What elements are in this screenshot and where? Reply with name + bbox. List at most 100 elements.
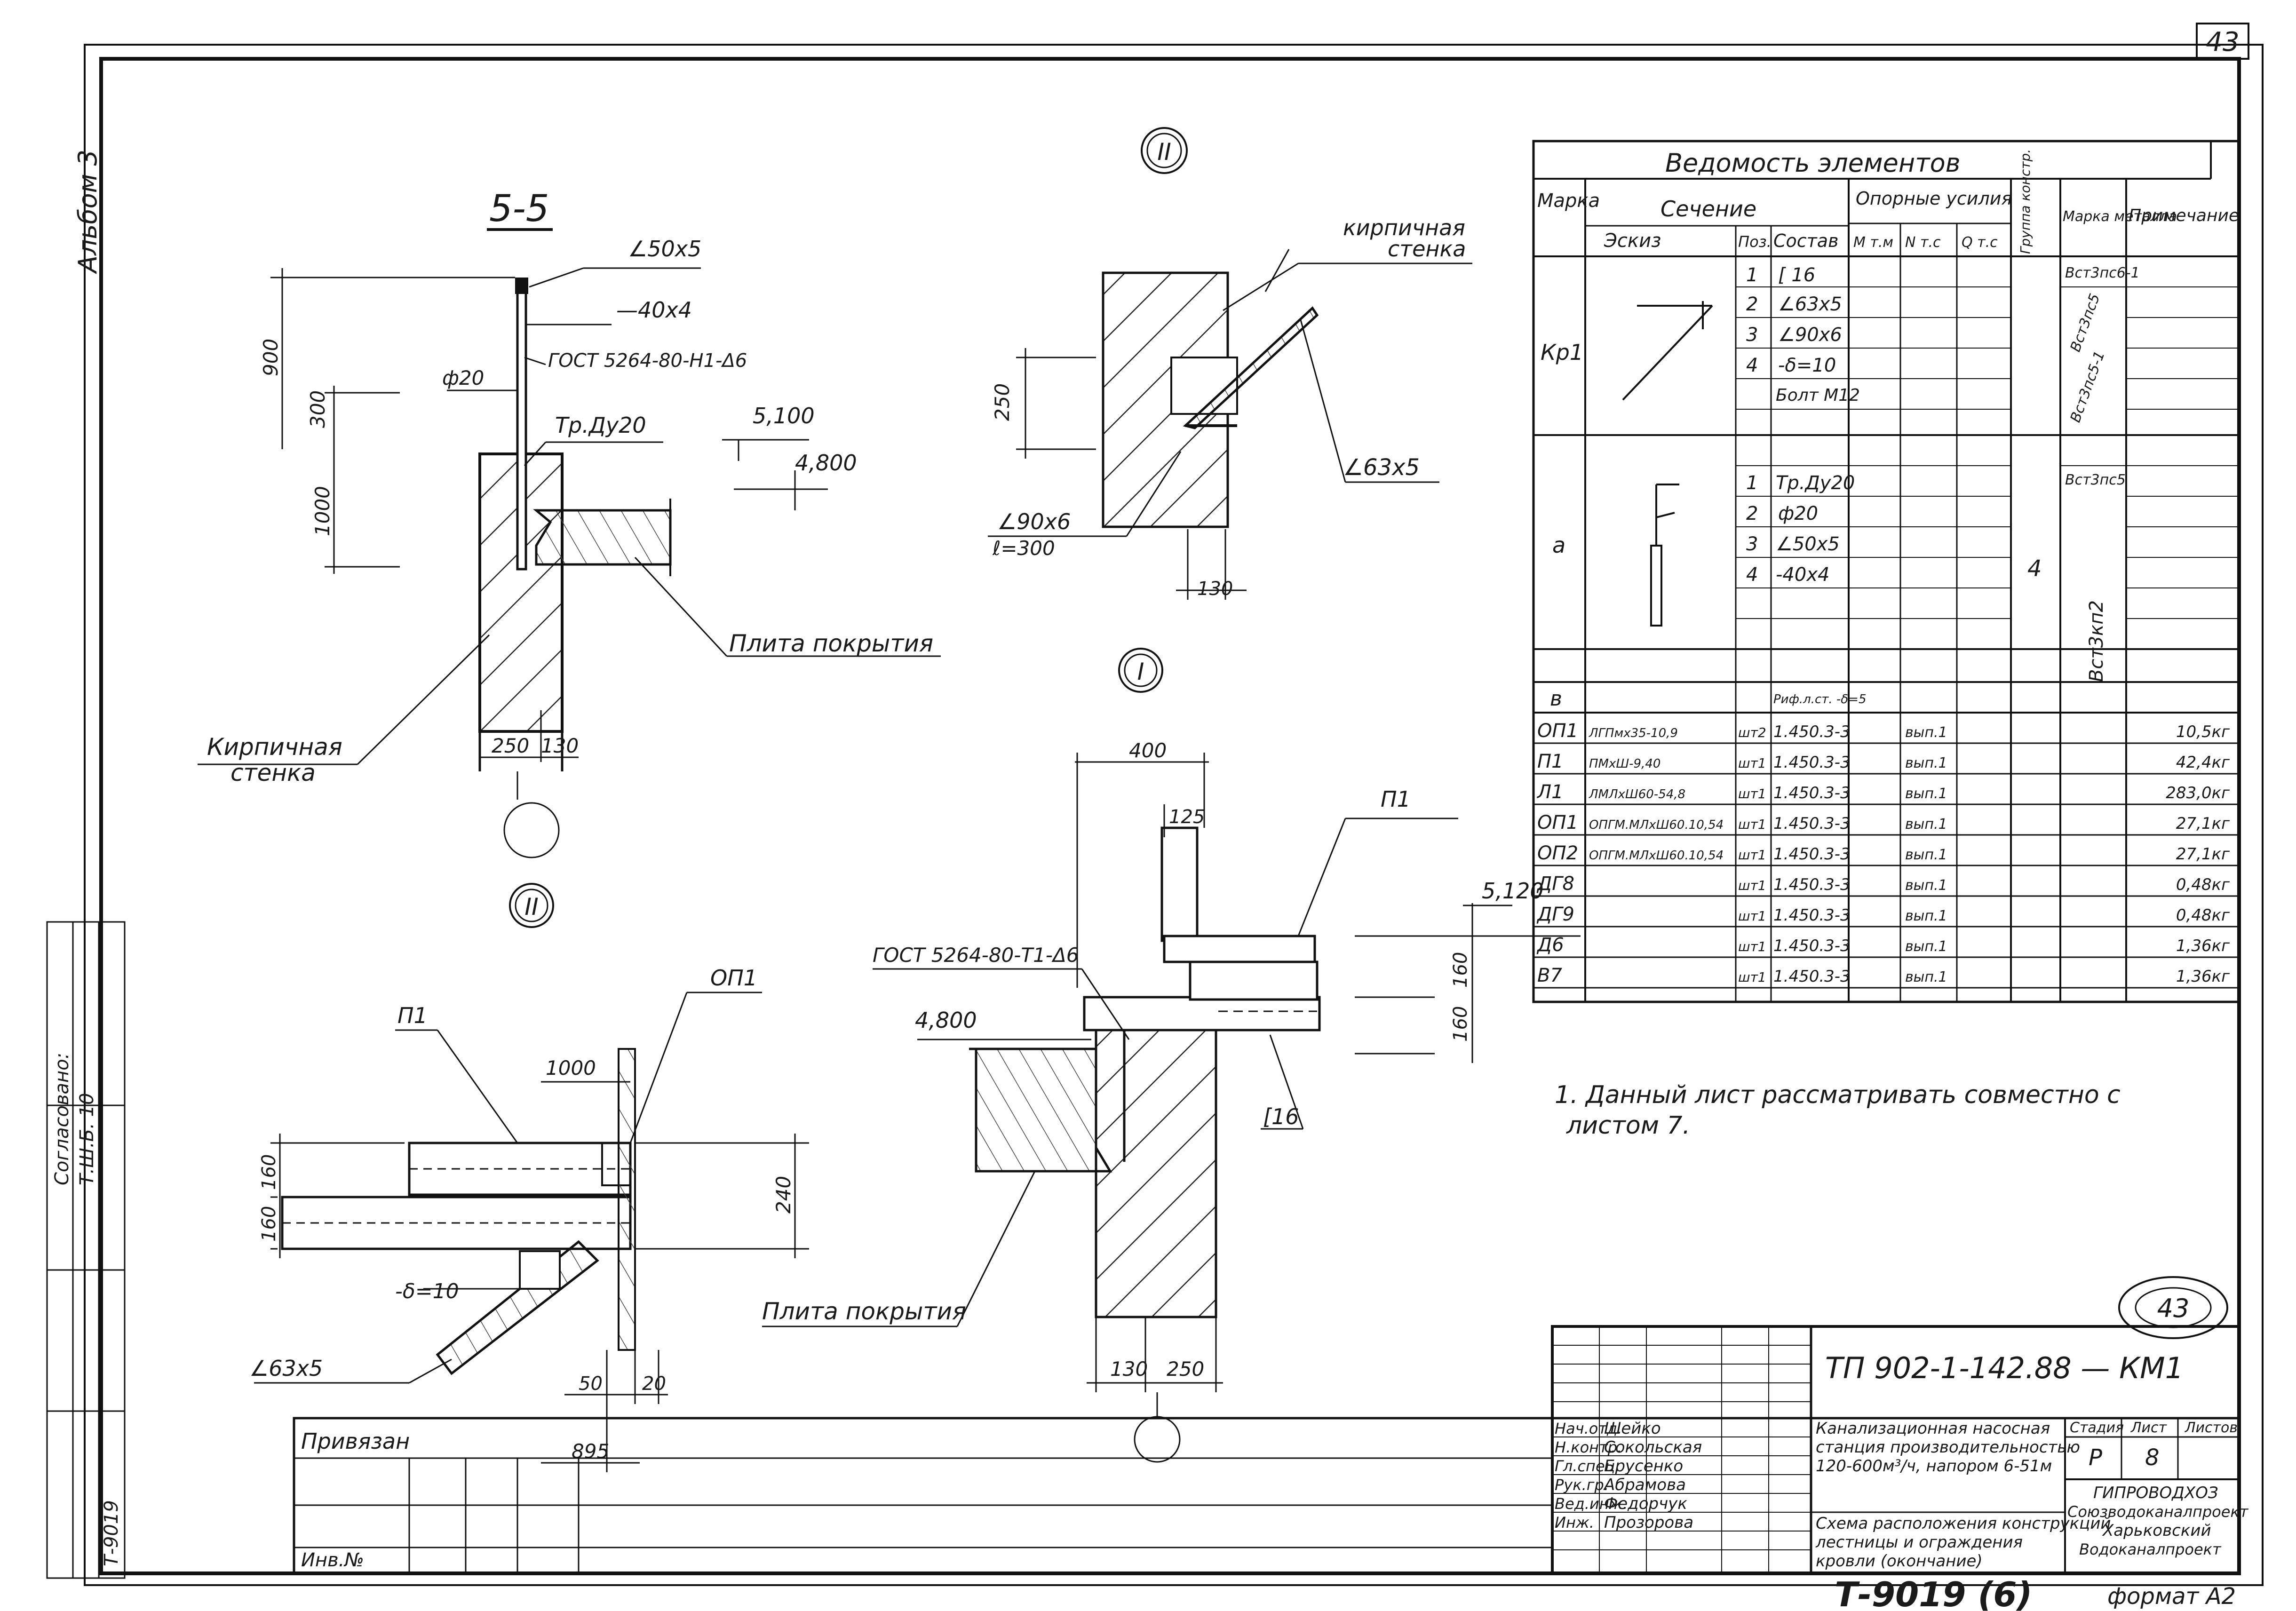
kr1-pos-4: 4 [1746, 355, 1758, 376]
row-3-sketch: ЛМЛхШ60-54,8 [1589, 787, 1685, 802]
callout-brick-wall-II-2: стенка [1388, 236, 1466, 262]
elements-table: Ведомость элементов Марка Сечение Эскиз … [1532, 140, 2240, 1003]
callout-plate-10: -δ=10 [395, 1279, 459, 1303]
row-5-mark: ОП2 [1537, 842, 1578, 864]
row-7-pos: шт1 [1738, 908, 1766, 924]
dim-250-II: 250 [991, 383, 1014, 421]
callout-brick-wall-2: стенка [230, 759, 316, 786]
header-metal: Марка металла [2063, 208, 2177, 225]
side-stamp-line2: Т.Ш.Б. 10 [76, 1093, 98, 1185]
callout-roof-slab-I: Плита покрытия [762, 1298, 966, 1325]
row-3-comp: 1.450.3-3 [1773, 784, 1851, 802]
desc-4: Схема расположения конструкций [1816, 1514, 2111, 1533]
sheet-label: Лист [2130, 1420, 2168, 1436]
callout-brick-wall-II-1: кирпичная [1343, 215, 1465, 240]
dim-895: 895 [572, 1440, 609, 1463]
railing-post [516, 286, 527, 571]
header-pos: Поз. [1738, 233, 1772, 251]
row-8-comp: 1.450.3-3 [1773, 936, 1851, 955]
name-4: Абрамова [1603, 1476, 1686, 1494]
dim-160-II-bottom: 160 [258, 1206, 280, 1242]
name-6: Прозорова [1604, 1513, 1693, 1532]
header-n: N т.с [1905, 234, 1941, 251]
header-q: Q т.с [1962, 234, 1998, 251]
a-pos-3: 3 [1746, 533, 1758, 555]
note-line-2: листом 7. [1566, 1111, 1690, 1140]
kr1-comp-4: -δ=10 [1778, 355, 1836, 376]
org-3: Харьковский [2102, 1521, 2211, 1540]
kr1-pos-2: 2 [1746, 294, 1758, 315]
a-pos-1: 1 [1746, 472, 1758, 494]
row-1-pos: шт2 [1738, 725, 1766, 740]
row-5-sketch: ОПГМ.МЛхШ60.10,54 [1589, 849, 1724, 863]
row-9-pos: шт1 [1738, 969, 1766, 985]
a-metal-top: Вст3пс5 [2065, 472, 2126, 488]
callout-p1-II: П1 [397, 1003, 428, 1028]
brick-wall-I [1095, 1015, 1217, 1318]
kr1-metal-3: Вст3пс5-1 [2067, 349, 2108, 425]
privyazan-label: Привязан [301, 1428, 410, 1454]
detail-mark-II-bottom: II [524, 893, 539, 921]
dim-130-II: 130 [1197, 578, 1233, 600]
section-5-5: 5-5 [198, 188, 941, 858]
row-4-pos: шт1 [1738, 817, 1766, 832]
callout-angle-50x5: ∠50x5 [628, 236, 701, 262]
desc-5: лестницы и ограждения [1815, 1533, 2023, 1552]
kr1-pos-1: 1 [1746, 264, 1758, 286]
row-1-mark: ОП1 [1537, 720, 1578, 742]
callout-plate-40x4: —40x4 [616, 297, 692, 323]
kr1-comp-3: ∠90x6 [1778, 324, 1842, 346]
role-2: Н.контр. [1555, 1438, 1622, 1456]
callout-pipe-du20: Тр.Ду20 [555, 413, 646, 438]
detail-II-bottom: II П1 [249, 883, 809, 1472]
row-7-mark: ДГ9 [1536, 904, 1574, 925]
row-8-mark: Д6 [1536, 934, 1564, 956]
org-2: Союзводоканалпроект [2067, 1503, 2249, 1521]
b-comp: Риф.л.ст. -δ=5 [1773, 692, 1867, 706]
dim-160-top: 160 [1450, 952, 1471, 988]
row-3-note: 283,0кг [2166, 784, 2230, 802]
stage-label: Стадия [2070, 1420, 2124, 1436]
role-1: Нач.отд. [1555, 1420, 1622, 1437]
row-1-sketch: ЛГПмх35-10,9 [1589, 726, 1678, 740]
row-1-note: 10,5кг [2176, 722, 2230, 741]
row-1-comp: 1.450.3-3 [1773, 722, 1851, 741]
elevation-4800: 4,800 [795, 450, 857, 476]
side-stamp-line1: Согласовано: [51, 1053, 73, 1185]
row-6-note: 0,48кг [2176, 875, 2230, 894]
row-6-comp: 1.450.3-3 [1773, 875, 1851, 894]
callout-op1-II: ОП1 [710, 965, 757, 991]
round-stamp: 43 [2118, 1276, 2228, 1339]
desc-6: кровли (окончание) [1816, 1552, 1983, 1571]
side-stamp [46, 921, 126, 1579]
a-sketch [1650, 484, 1679, 627]
row-4-comp: 1.450.3-3 [1773, 814, 1851, 833]
detail-mark-I: I [1137, 658, 1144, 685]
org-4: Водоканалпроект [2079, 1540, 2222, 1558]
row-6-group: вып.1 [1905, 877, 1947, 894]
callout-roof-slab: Плита покрытия [729, 630, 933, 657]
desc-2: станция производительностью [1816, 1438, 2080, 1457]
detail-mark-II-top: II [1157, 138, 1171, 166]
row-3-pos: шт1 [1738, 786, 1766, 802]
desc-1: Канализационная насосная [1816, 1419, 2050, 1438]
row-5-pos: шт1 [1738, 847, 1766, 863]
note-line-1: 1. Данный лист рассматривать совместно с [1555, 1081, 2121, 1109]
row-3-mark: Л1 [1536, 781, 1564, 803]
row-1-group: вып.1 [1905, 724, 1947, 741]
stage-value: Р [2089, 1444, 2102, 1471]
dim-240: 240 [772, 1176, 795, 1214]
album-label: Альбом 3 [73, 150, 103, 274]
elevation-4800-I: 4,800 [915, 1008, 977, 1033]
name-3: Брусенко [1604, 1457, 1683, 1476]
dim-130-I: 130 [1110, 1357, 1148, 1381]
header-note: Примечание [2129, 206, 2239, 225]
page-number: 43 [2206, 27, 2239, 57]
title-code: ТП 902-1-142.88 — КМ1 [1825, 1351, 2184, 1385]
dim-400: 400 [1129, 739, 1167, 762]
name-1: Шейко [1604, 1419, 1661, 1438]
a-comp-1: Тр.Ду20 [1776, 472, 1855, 494]
row-5-comp: 1.450.3-3 [1773, 845, 1851, 864]
header-sketch: Эскиз [1604, 230, 1661, 252]
